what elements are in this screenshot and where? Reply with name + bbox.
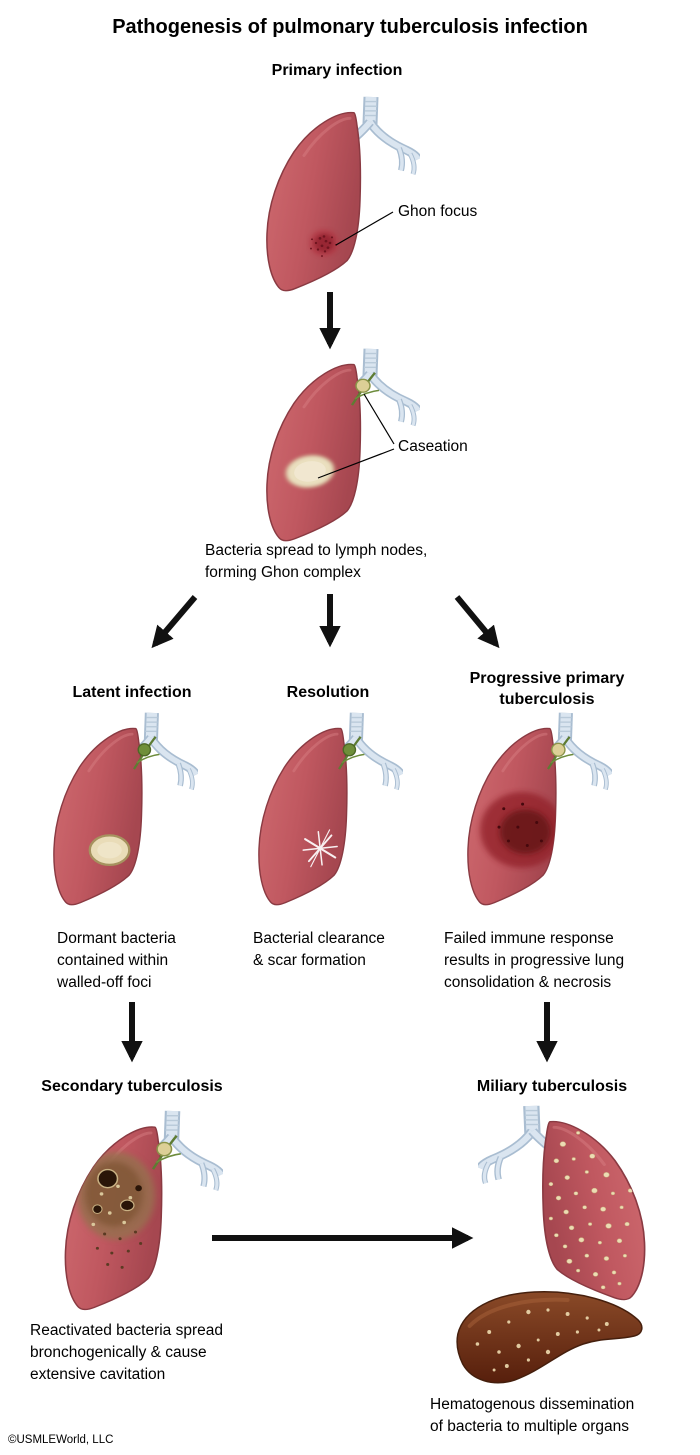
heading-primary-infection: Primary infection xyxy=(271,62,403,79)
cavities xyxy=(92,1168,142,1214)
walled-off-focus xyxy=(88,834,131,867)
ghon-focus-spot xyxy=(309,229,339,257)
copyright-notice: ©USMLEWorld, LLC xyxy=(8,1434,114,1446)
lung-illustration-progressive xyxy=(452,712,612,910)
lung-illustration-primary-ghon xyxy=(250,96,420,296)
label-ghon-focus: Ghon focus xyxy=(398,203,478,220)
heading-latent-infection: Latent infection xyxy=(72,684,192,701)
miliary-lung-group xyxy=(480,1106,644,1300)
lung-illustration-secondary xyxy=(48,1110,223,1315)
lung-illustration-ghon-complex xyxy=(250,348,420,546)
caption-progressive: Failed immune response results in progre… xyxy=(444,930,625,991)
heading-miliary-tb: Miliary tuberculosis xyxy=(476,1078,628,1095)
arrow-to-latent xyxy=(151,595,198,649)
heading-secondary-tb: Secondary tuberculosis xyxy=(41,1078,223,1095)
label-caseation: Caseation xyxy=(398,438,468,455)
scar-formation xyxy=(302,829,338,868)
lung-illustration-latent xyxy=(38,712,198,910)
consolidation-necrosis xyxy=(480,792,556,868)
caption-secondary: Reactivated bacteria spread bronchogenic… xyxy=(30,1322,224,1383)
diagram-title: Pathogenesis of pulmonary tuberculosis i… xyxy=(112,16,588,38)
caption-ghon-complex: Bacteria spread to lymph nodes, forming … xyxy=(205,542,428,581)
lung-illustration-miliary xyxy=(478,1105,663,1305)
caption-resolution: Bacterial clearance & scar formation xyxy=(253,930,385,969)
lung-illustration-resolution xyxy=(243,712,403,910)
heading-resolution: Resolution xyxy=(286,684,370,701)
heading-progressive-primary-tb: Progressive primary tuberculosis xyxy=(469,670,625,708)
caption-miliary: Hematogenous dissemination of bacteria t… xyxy=(430,1396,635,1435)
miliary-nodules xyxy=(548,1131,633,1290)
liver-illustration xyxy=(455,1289,644,1385)
arrow-to-progressive xyxy=(454,595,500,649)
caption-latent: Dormant bacteria contained within walled… xyxy=(57,930,176,991)
